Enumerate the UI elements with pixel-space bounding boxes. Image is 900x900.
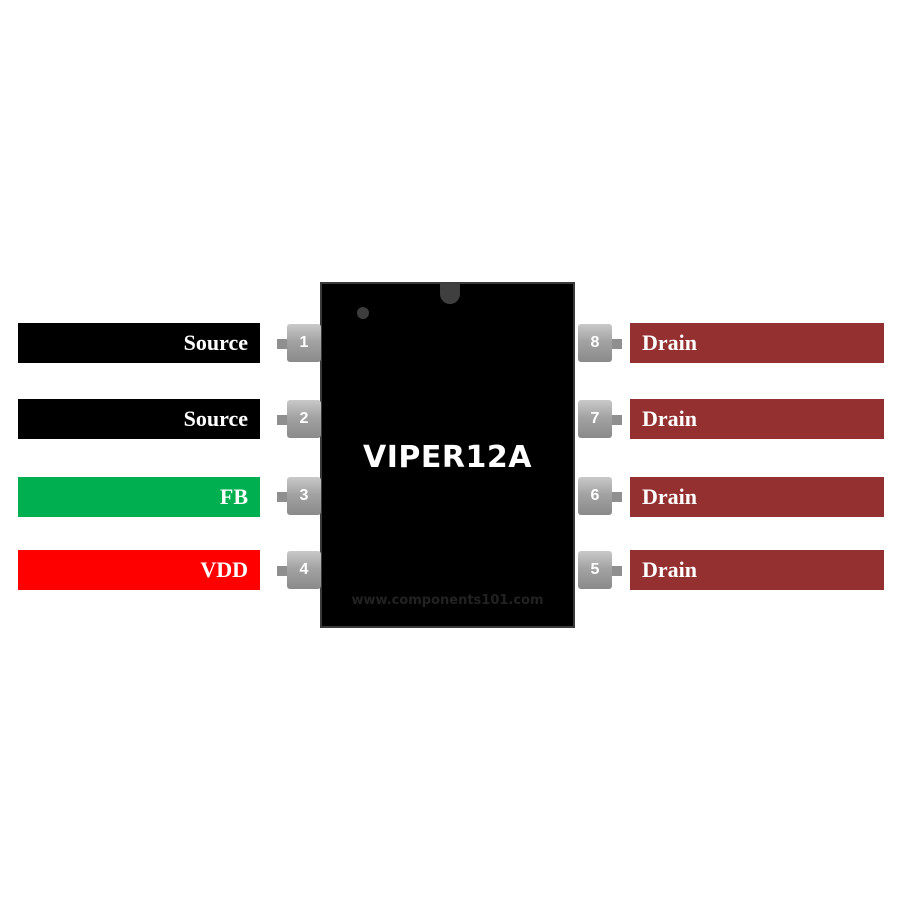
pin-number-3: 3 xyxy=(299,487,309,504)
pin-lead xyxy=(277,339,287,349)
pin-label-8: Drain xyxy=(630,323,884,363)
pin1-dot-marker xyxy=(357,307,369,319)
pin-number-1: 1 xyxy=(299,334,309,351)
pin-label-3: FB xyxy=(18,477,260,517)
pin1-notch-marker xyxy=(440,282,460,304)
pin-4: 4 xyxy=(277,551,321,589)
pin-lead xyxy=(277,415,287,425)
pin-6: 6 xyxy=(578,477,622,515)
pin-label-7: Drain xyxy=(630,399,884,439)
pin-label-6: Drain xyxy=(630,477,884,517)
pin-label-2: Source xyxy=(18,399,260,439)
pin-number-2: 2 xyxy=(299,410,309,427)
watermark: www.components101.com xyxy=(351,593,544,608)
pin-lead xyxy=(612,415,622,425)
pin-number-7: 7 xyxy=(590,410,600,427)
pin-3: 3 xyxy=(277,477,321,515)
pin-lead xyxy=(277,492,287,502)
pin-number-8: 8 xyxy=(590,334,600,351)
pin-8: 8 xyxy=(578,324,622,362)
pin-label-4: VDD xyxy=(18,550,260,590)
chip-name: VIPER12A xyxy=(363,440,532,475)
pin-lead xyxy=(277,566,287,576)
pin-number-6: 6 xyxy=(590,487,600,504)
pin-number-5: 5 xyxy=(590,561,600,578)
pin-label-1: Source xyxy=(18,323,260,363)
pin-5: 5 xyxy=(578,551,622,589)
ic-package-body xyxy=(320,282,575,628)
pin-number-4: 4 xyxy=(299,561,309,578)
pin-lead xyxy=(612,339,622,349)
pin-label-5: Drain xyxy=(630,550,884,590)
pin-lead xyxy=(612,492,622,502)
pin-7: 7 xyxy=(578,400,622,438)
pin-lead xyxy=(612,566,622,576)
pin-1: 1 xyxy=(277,324,321,362)
pin-2: 2 xyxy=(277,400,321,438)
